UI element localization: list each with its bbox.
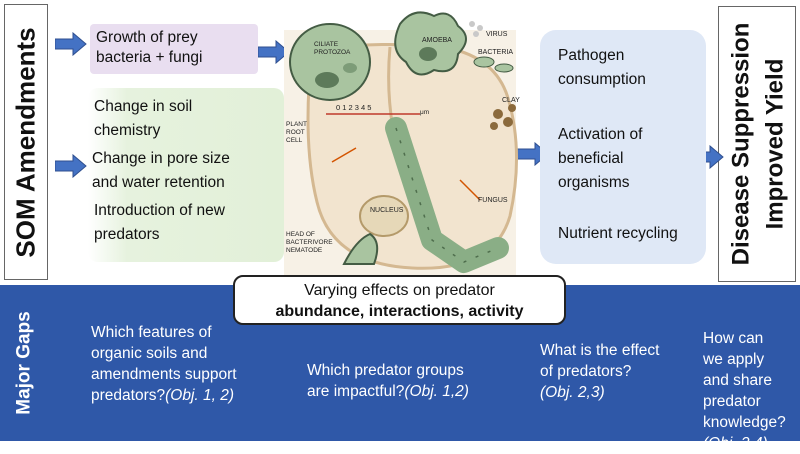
gap-q4-line2: we apply <box>703 351 765 368</box>
clay-particle <box>490 122 498 130</box>
clay-particle <box>508 104 516 112</box>
som-amendments-label: SOM Amendments <box>10 26 41 258</box>
callout-line2: abundance, interactions, activity <box>275 303 524 320</box>
fungus-label: FUNGUS <box>478 197 508 204</box>
gap-q2-line2: are impactful? <box>307 383 405 400</box>
improved-yield-label-wrap: Improved Yield <box>756 6 794 282</box>
prey-growth-text: Growth of prey bacteria + fungi <box>96 28 261 68</box>
gap-q4-line3: and share <box>703 372 772 389</box>
pathogen-text: Pathogen consumption <box>558 46 708 90</box>
gap-q2-objective: (Obj. 1,2) <box>404 383 469 400</box>
pointer-line <box>331 147 357 163</box>
prey-growth-line2: bacteria + fungi <box>96 49 203 66</box>
new-predators-line1: Introduction of new <box>94 202 225 219</box>
amoeba-shape <box>394 11 467 76</box>
gap-q4-line1: How can <box>703 330 764 347</box>
nutrient-text: Nutrient recycling <box>558 225 678 242</box>
nucleus-label: NUCLEUS <box>370 207 404 214</box>
scale-label: 0 1 2 3 4 5 <box>336 103 371 112</box>
outcomes-box <box>540 30 706 264</box>
improved-yield-label: Improved Yield <box>761 58 788 230</box>
pointer-line <box>459 179 481 201</box>
fungus-hypha <box>385 117 509 273</box>
gap-q1-line1: Which features of <box>91 324 212 341</box>
gap-question-3: What is the effect of predators? (Obj. 2… <box>540 340 690 403</box>
soil-chemistry-line1: Change in soil <box>94 98 193 115</box>
soil-changes-box <box>88 88 284 262</box>
virus-dot <box>477 25 483 31</box>
virus-dot <box>469 21 475 27</box>
gap-q3-objective: (Obj. 2,3) <box>540 384 605 401</box>
pore-size-line2: and water retention <box>92 174 225 191</box>
gap-q4-line4: predator <box>703 393 761 410</box>
som-amendments-label-wrap: SOM Amendments <box>4 4 48 280</box>
activation-line1: Activation of <box>558 126 643 143</box>
clay-particle <box>493 109 503 119</box>
clay-particle <box>503 117 513 127</box>
pore-size-line1: Change in pore size <box>92 150 230 167</box>
activation-line3: organisms <box>558 174 630 191</box>
som-amendments-box <box>4 4 48 280</box>
gap-q4-objective: (Obj. 3,4) <box>703 435 768 452</box>
new-predators-text: Introduction of new predators <box>94 201 284 245</box>
activation-text: Activation of beneficial organisms <box>558 125 708 193</box>
gap-question-4: How can we apply and share predator know… <box>703 328 798 454</box>
major-gaps-title-wrap: Major Gaps <box>8 290 42 436</box>
pore-size-text: Change in pore size and water retention <box>92 149 288 193</box>
soil-chemistry-text: Change in soil chemistry <box>94 97 284 141</box>
prey-growth-box <box>90 24 258 74</box>
amoeba-label: AMOEBA <box>422 37 452 44</box>
gap-q2-line1: Which predator groups <box>307 362 464 379</box>
disease-suppression-label-wrap: Disease Suppression <box>722 6 760 282</box>
pathogen-line2: consumption <box>558 71 646 88</box>
bacteria-shape <box>494 63 514 73</box>
gap-q4-line5: knowledge? <box>703 414 786 431</box>
ciliate-nucleus <box>315 72 339 88</box>
nematode-head-shape <box>342 232 379 265</box>
major-gaps-title: Major Gaps <box>14 311 36 415</box>
bacteria-label: BACTERIA <box>478 49 513 56</box>
arrow-right-icon <box>55 32 87 56</box>
arrow-right-icon <box>55 154 87 178</box>
virus-dot <box>473 31 479 37</box>
disease-suppression-box <box>718 6 796 282</box>
gap-question-1: Which features of organic soils and amen… <box>91 322 291 406</box>
clay-label: CLAY <box>502 97 520 104</box>
gap-q1-line2: organic soils and <box>91 345 208 362</box>
bacteria-shape <box>473 56 495 68</box>
virus-label: VIRUS <box>486 31 508 38</box>
disease-suppression-label: Disease Suppression <box>727 22 755 266</box>
gap-q1-line3: amendments support <box>91 366 237 383</box>
gap-q3-line1: What is the effect <box>540 342 660 359</box>
scale-unit-label: μm <box>420 109 429 116</box>
amoeba-nucleus <box>419 47 437 61</box>
gap-q1-line4: predators? <box>91 387 166 404</box>
predator-effects-callout: Varying effects on predator abundance, i… <box>233 275 566 325</box>
new-predators-line2: predators <box>94 226 160 243</box>
pathogen-line1: Pathogen <box>558 47 625 64</box>
callout-line1: Varying effects on predator <box>304 282 495 299</box>
ciliate-protozoa-shape <box>289 23 371 101</box>
prey-growth-line1: Growth of prey <box>96 29 198 46</box>
gap-question-2: Which predator groups are impactful?(Obj… <box>307 360 519 402</box>
ciliate-vacuole <box>343 63 357 73</box>
gap-q1-objective: (Obj. 1, 2) <box>165 387 235 404</box>
activation-line2: beneficial <box>558 150 624 167</box>
arrow-right-icon <box>258 40 290 64</box>
soil-chemistry-line2: chemistry <box>94 122 161 139</box>
cell-nucleus-shape <box>359 195 409 237</box>
gap-q3-line2: of predators? <box>540 363 632 380</box>
